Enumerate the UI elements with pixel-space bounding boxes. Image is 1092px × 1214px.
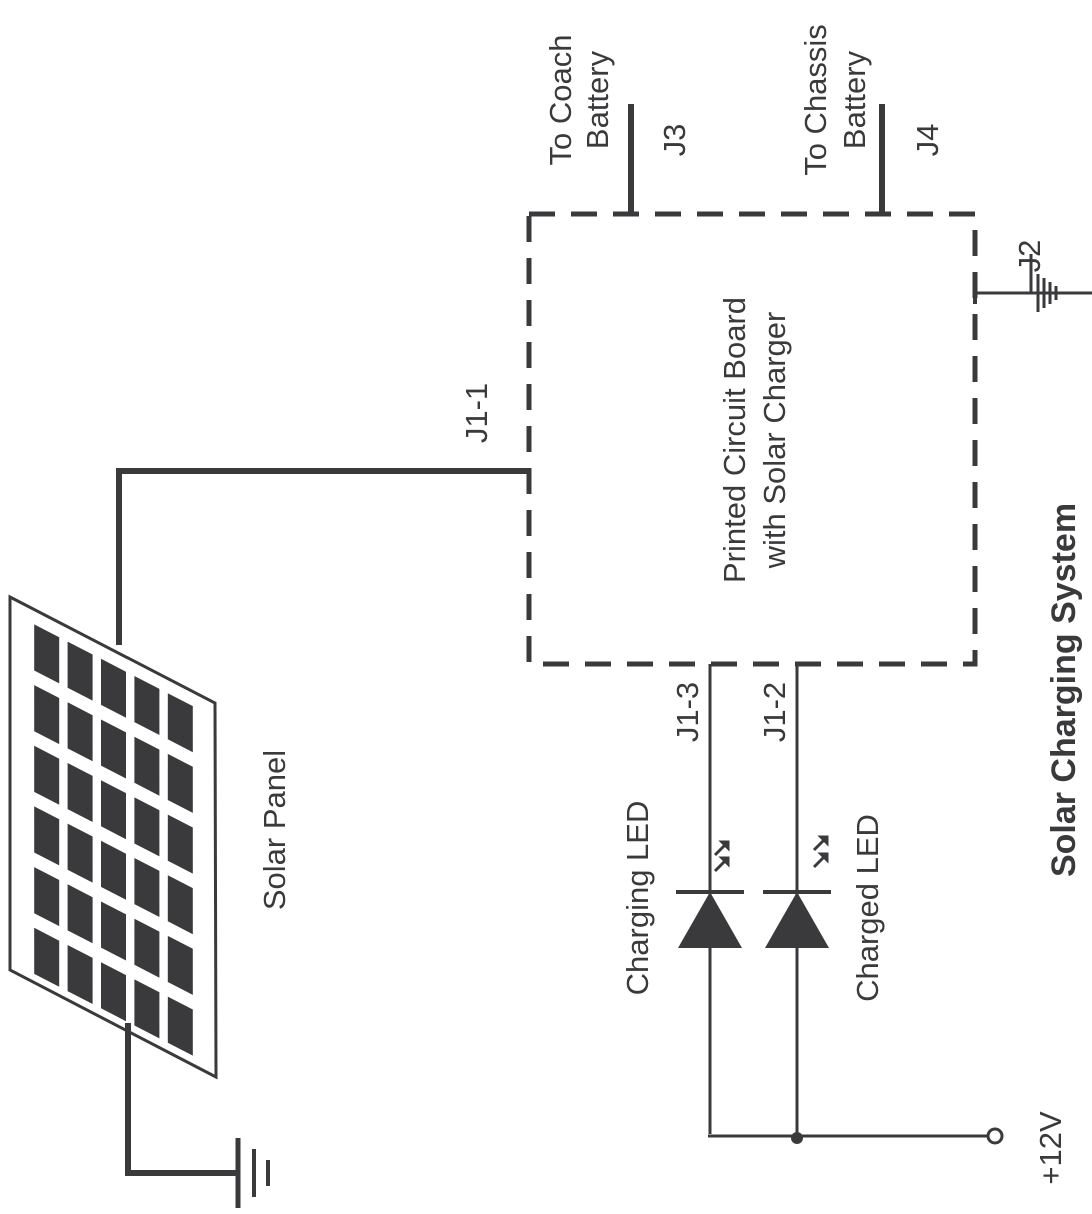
solar-panel [8, 594, 218, 1080]
solar-cell [167, 935, 193, 995]
solar-panel-label: Solar Panel [257, 750, 292, 910]
j1-3-label: J1-3 [670, 682, 705, 742]
solar-cell [34, 867, 60, 927]
charging-led-label: Charging LED [620, 801, 655, 996]
pcb-label-line1: Printed Circuit Board [717, 297, 752, 583]
solar-cell [67, 641, 93, 701]
j3-label: J3 [657, 124, 692, 157]
solar-cell-grid [34, 624, 193, 1056]
solar-cell [34, 927, 60, 987]
pcb-label-line2: with Solar Charger [757, 312, 792, 570]
solar-cell [101, 780, 126, 840]
supply-voltage-label: +12V [1033, 1111, 1068, 1185]
solar-panel-frame [8, 594, 218, 1080]
solar-cell [134, 797, 160, 857]
solar-cell [34, 685, 60, 745]
solar-cell [167, 814, 193, 874]
charging-led-icon [676, 840, 744, 948]
solar-cell [134, 858, 160, 917]
solar-cell [101, 658, 126, 718]
panel-ground-icon [235, 1138, 270, 1208]
charging-led-light-arrows [713, 840, 730, 873]
solar-cell [67, 823, 93, 883]
supply-junction-dot [791, 1132, 803, 1144]
diagram-title: Solar Charging System [1045, 503, 1083, 877]
solar-cell [167, 693, 193, 753]
solar-cell [167, 875, 193, 935]
charged-led-light-arrows [812, 835, 829, 869]
solar-cell [134, 918, 160, 978]
solar-cell [101, 840, 126, 900]
solar-cell [167, 996, 193, 1056]
charged-led-label: Charged LED [850, 814, 885, 1002]
solar-cell [67, 763, 93, 822]
solar-cell [101, 719, 126, 779]
coach-battery-label-line2: Battery [580, 50, 615, 149]
coach-battery-label-line1: To Coach [543, 35, 578, 166]
j1-1-label: J1-1 [459, 383, 494, 443]
j2-label: J2 [1012, 240, 1047, 273]
pcb-boundary [526, 211, 978, 667]
chassis-battery-label-line1: To Chassis [798, 24, 833, 176]
solar-cell [34, 624, 60, 684]
solar-cell [67, 945, 93, 1004]
solar-cell [67, 702, 93, 762]
charged-led-icon [763, 835, 831, 948]
panel-ground-wire [125, 1023, 236, 1176]
panel-to-j1-1-wire [116, 468, 528, 645]
j1-2-label: J1-2 [757, 682, 792, 742]
solar-cell [101, 962, 126, 1022]
supply-terminal [986, 1127, 1004, 1145]
solar-cell [167, 753, 193, 813]
solar-cell [67, 884, 93, 944]
solar-cell [34, 806, 60, 866]
solar-cell [134, 979, 160, 1039]
solar-cell [134, 676, 160, 735]
chassis-battery-label-line2: Battery [837, 50, 872, 149]
j2-ground-icon [973, 254, 1092, 312]
solar-cell [134, 736, 160, 796]
j4-label: J4 [910, 124, 945, 157]
solar-cell [34, 745, 60, 805]
solar-cell [101, 901, 126, 961]
